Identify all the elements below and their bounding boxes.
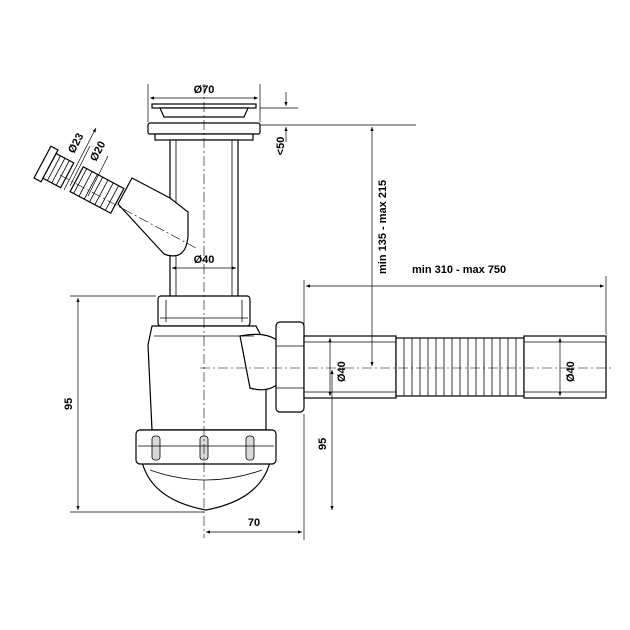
dim-d70-label: Ø70	[194, 84, 215, 96]
bottle-trap-body	[147, 325, 283, 431]
dim-w70: 70	[206, 414, 305, 540]
cup-ribs	[138, 435, 274, 461]
bottom-cup	[135, 429, 277, 511]
end-tube	[523, 335, 607, 399]
centre-lines	[59, 84, 612, 538]
dim-h95-left: 95	[63, 295, 204, 513]
dim-length-range: min 310 - max 750	[303, 264, 607, 334]
dim-height-range: min 135 - max 215	[370, 126, 389, 366]
dim-h95-right-label: 95	[317, 438, 329, 450]
corrugated-flex-hose	[395, 337, 525, 397]
dim-d40-vertical-label: Ø40	[194, 254, 215, 266]
dim-d40-outlet-label: Ø40	[336, 361, 348, 382]
dim-height-range-label: min 135 - max 215	[377, 180, 389, 274]
dim-lt50: <50	[260, 92, 416, 155]
outlet-nut	[275, 321, 305, 413]
dim-d20-label: Ø20	[88, 139, 108, 163]
dim-d70: Ø70	[147, 84, 261, 122]
side-inlet-branch	[117, 177, 189, 257]
inlet-adapter	[33, 145, 75, 189]
dim-lt50-label: <50	[275, 137, 287, 156]
dim-h95-left-label: 95	[63, 398, 75, 410]
dim-d40-end-label: Ø40	[565, 361, 577, 382]
dim-d40-outlet: Ø40	[328, 338, 348, 396]
outlet-tube	[303, 335, 397, 399]
dim-length-range-label: min 310 - max 750	[412, 264, 506, 276]
dim-w70-label: 70	[248, 517, 260, 529]
dim-d40-end: Ø40	[558, 338, 577, 396]
dim-h95-right: 95	[317, 370, 334, 510]
dim-d40-vertical: Ø40	[172, 254, 236, 270]
inlet-corrugated-hose	[69, 166, 125, 214]
